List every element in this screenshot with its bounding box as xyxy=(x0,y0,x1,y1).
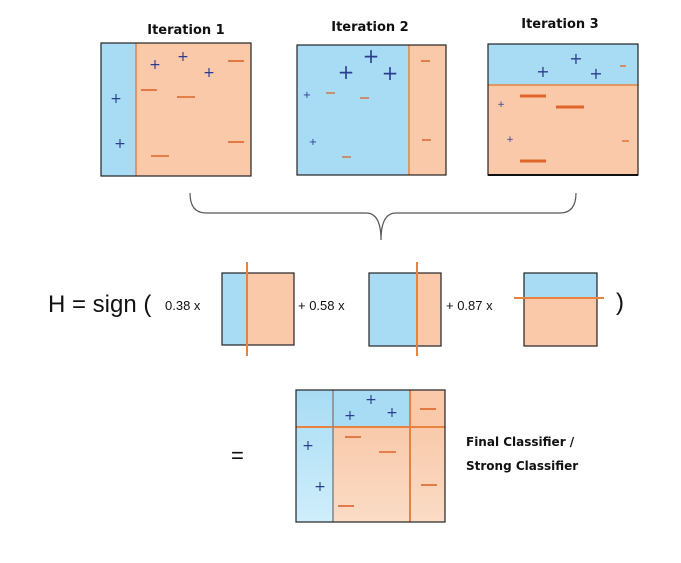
final-classifier-label-line2: Strong Classifier xyxy=(466,459,578,473)
box-border xyxy=(221,272,295,346)
negative-region xyxy=(333,427,445,522)
plus-sample: + xyxy=(569,49,582,68)
positive-region xyxy=(369,273,417,346)
plus-sample: + xyxy=(114,136,126,152)
negative-region xyxy=(247,273,294,345)
weak-classifier-1 xyxy=(221,262,295,356)
plus-sample: + xyxy=(382,61,399,85)
positive-region xyxy=(297,45,409,175)
iteration-1-classifier: + + + + + xyxy=(100,42,252,177)
iteration-3-title: Iteration 3 xyxy=(521,17,598,32)
negative-region xyxy=(136,43,251,176)
plus-sample: + xyxy=(536,62,549,81)
plus-sample: + xyxy=(203,65,215,81)
plus-sample: + xyxy=(309,137,317,148)
equals-sign: = xyxy=(231,443,244,468)
box-border xyxy=(100,42,252,177)
box-border xyxy=(523,272,598,347)
negative-region xyxy=(524,298,597,346)
plus-sample: + xyxy=(497,100,505,110)
final-classifier: + + + + + xyxy=(295,389,446,523)
formula-lhs: H = sign ( xyxy=(48,291,151,318)
box-border xyxy=(295,389,446,523)
plus-sample: + xyxy=(177,49,189,65)
iteration-1-title: Iteration 1 xyxy=(147,23,224,38)
iteration-3-classifier: + + + + + xyxy=(487,43,639,176)
plus-sample: + xyxy=(149,57,161,73)
weak-classifier-2 xyxy=(368,262,442,356)
positive-region xyxy=(488,44,638,85)
plus-sample: + xyxy=(386,405,398,421)
plus-sample: + xyxy=(363,44,380,68)
positive-region xyxy=(333,390,410,427)
weight-term-1: 0.38 x xyxy=(165,298,201,313)
positive-region xyxy=(222,273,247,345)
grouping-brace xyxy=(189,192,577,241)
positive-region xyxy=(296,390,333,522)
plus-sample: + xyxy=(589,64,602,83)
plus-sample: + xyxy=(302,438,314,454)
weak-classifier-3 xyxy=(514,272,604,347)
plus-sample: + xyxy=(338,60,355,84)
positive-region xyxy=(524,273,597,298)
plus-sample: + xyxy=(303,90,311,101)
iteration-2-classifier: + + + + + xyxy=(296,44,447,176)
plus-sample: + xyxy=(314,479,326,495)
plus-sample: + xyxy=(110,91,122,107)
weight-term-2: + 0.58 x xyxy=(298,298,345,313)
box-border xyxy=(368,272,442,347)
negative-region xyxy=(417,273,441,346)
plus-sample: + xyxy=(506,135,514,145)
negative-region xyxy=(488,85,638,175)
negative-region xyxy=(409,45,446,175)
formula-close: ) xyxy=(616,289,624,316)
box-border xyxy=(296,44,447,176)
weight-term-3: + 0.87 x xyxy=(446,298,493,313)
positive-region xyxy=(101,43,136,176)
plus-sample: + xyxy=(344,408,356,424)
final-classifier-label-line1: Final Classifier / xyxy=(466,435,575,449)
plus-sample: + xyxy=(365,392,377,408)
iteration-2-title: Iteration 2 xyxy=(331,20,408,35)
